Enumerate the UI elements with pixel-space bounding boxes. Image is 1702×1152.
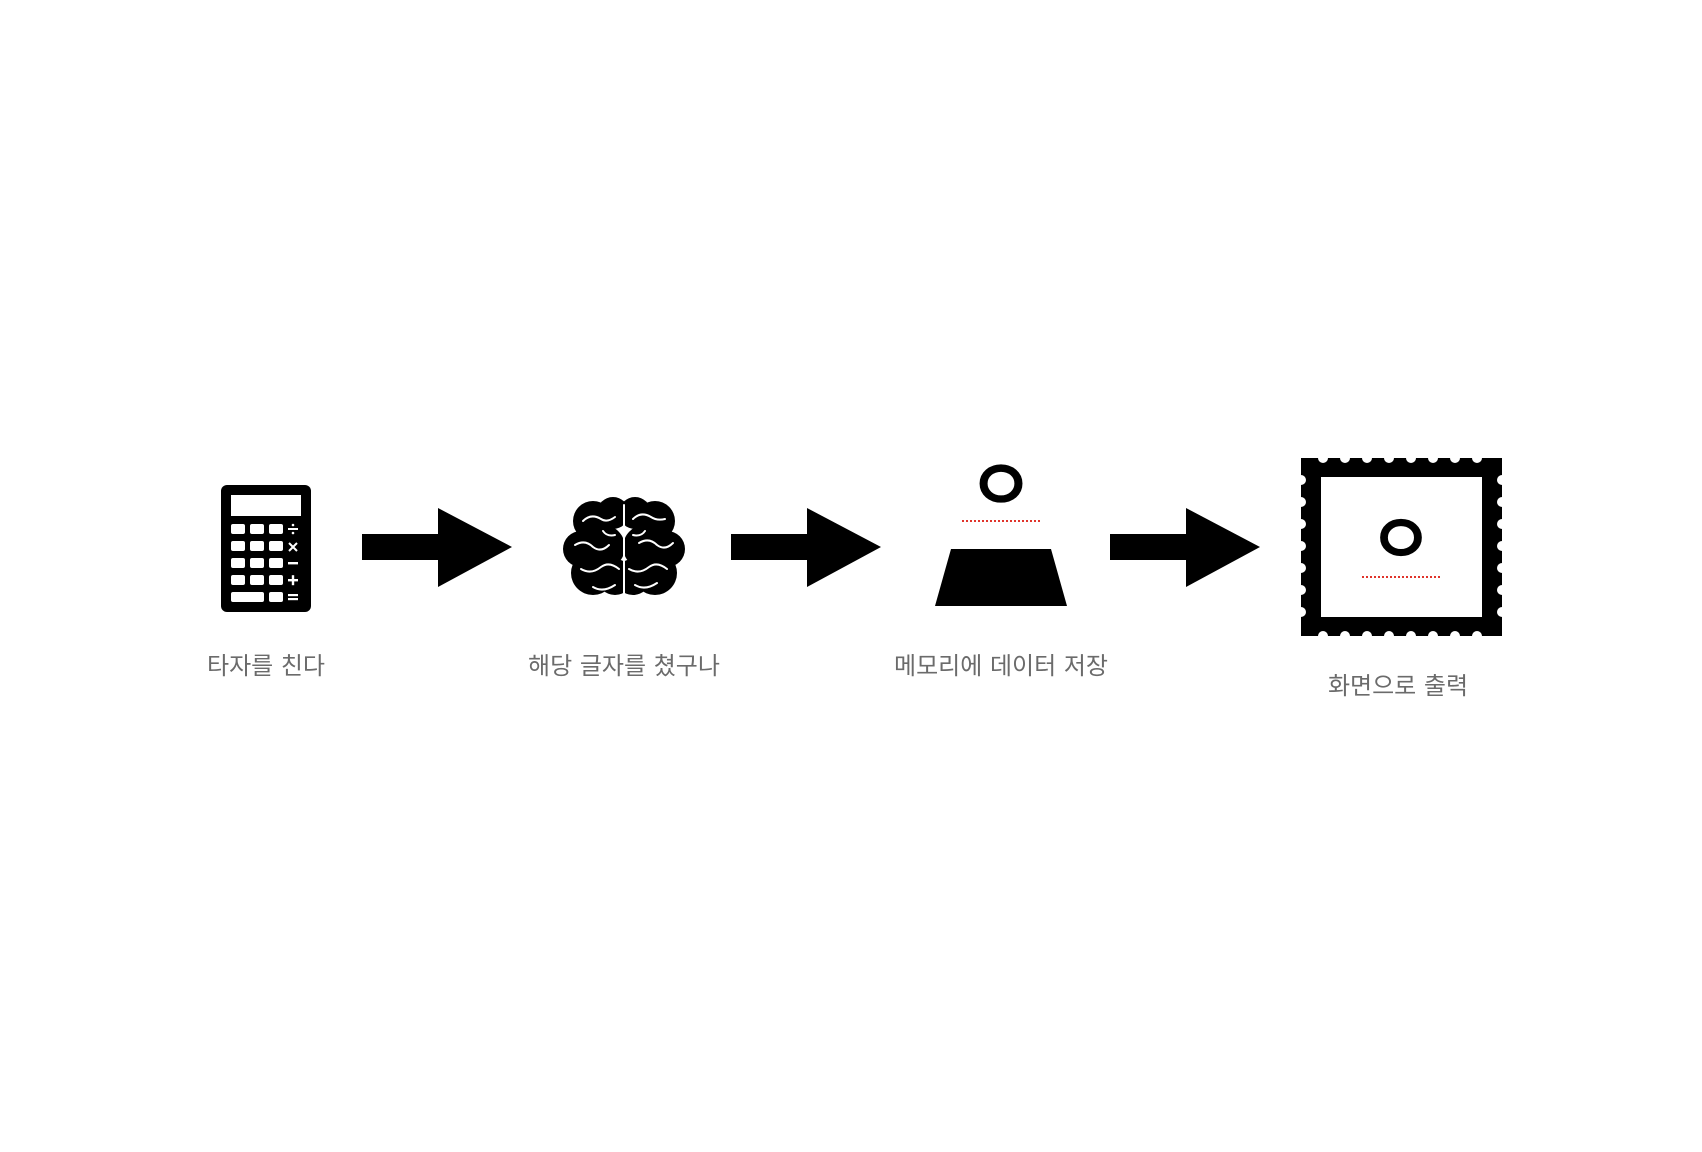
arrow-right-icon <box>731 508 881 587</box>
screen-underline <box>1362 576 1440 578</box>
stamp-screen-icon <box>1301 458 1502 636</box>
memory-glyph: ㅇ <box>967 444 1035 528</box>
step-label-recognize: 해당 글자를 쳤구나 <box>528 652 720 680</box>
step-label-output: 화면으로 출력 <box>1327 672 1469 700</box>
memory-underline <box>962 520 1040 522</box>
step-label-store: 메모리에 데이터 저장 <box>894 652 1108 680</box>
calculator-icon <box>221 485 311 612</box>
brain-icon <box>563 497 685 595</box>
memory-chip-icon <box>935 549 1067 606</box>
step-label-type: 타자를 친다 <box>206 652 326 680</box>
arrow-right-icon <box>1110 508 1260 587</box>
arrow-right-icon <box>362 508 512 587</box>
screen-glyph: ㅇ <box>1368 499 1434 581</box>
